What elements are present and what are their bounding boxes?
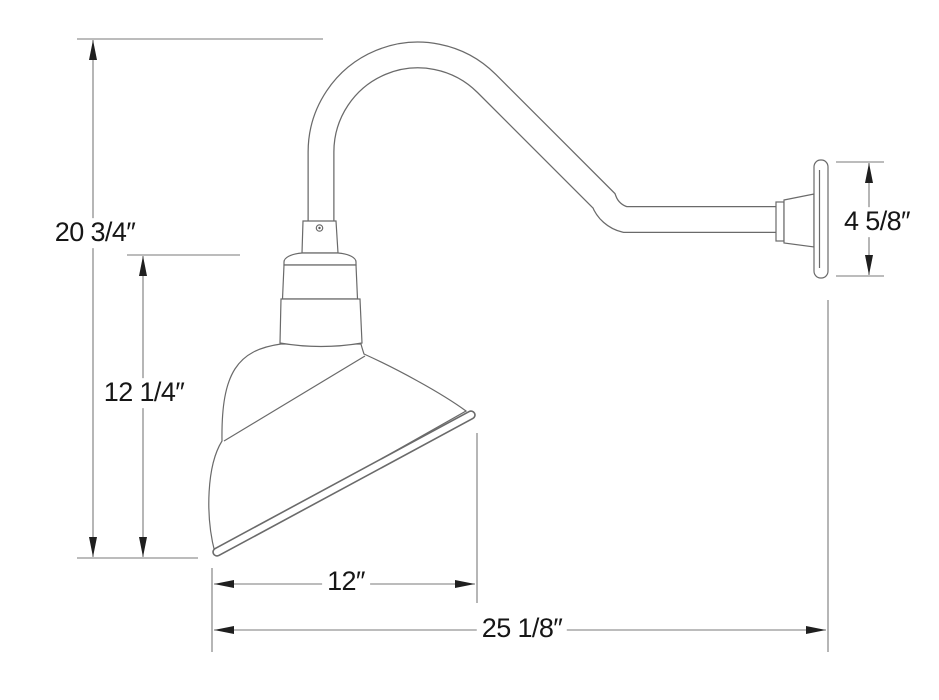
dimension-annotations (77, 38, 884, 652)
socket-band (281, 264, 359, 300)
arrow-right-icon (806, 626, 826, 634)
mount-collar-ring (775, 201, 785, 242)
socket-cup (279, 298, 363, 348)
socket-assembly (279, 220, 363, 348)
arrow-down-icon (139, 537, 147, 557)
arrow-left-icon (214, 626, 234, 634)
shade-rim-fill (213, 411, 475, 556)
dimension-label-overall-height: 20 3/4″ (49, 217, 141, 248)
set-screw-center-icon (318, 226, 321, 230)
dimension-label-wall-plate-height: 4 5/8″ (838, 206, 916, 237)
shade-tier-seam (223, 355, 366, 442)
gooseneck-arm (307, 41, 779, 233)
shade-body (208, 343, 468, 554)
dimension-label-shade-drop-height: 12 1/4″ (98, 377, 190, 408)
arrow-up-icon (139, 256, 147, 276)
arrow-down-icon (89, 537, 97, 557)
dimension-label-overall-projection: 25 1/8″ (476, 613, 568, 644)
socket-shoulder (283, 252, 357, 266)
gooseneck-tube-fill (308, 42, 779, 232)
lamp-shade (208, 343, 476, 557)
dimension-lines (92, 40, 870, 631)
extension-lines (77, 38, 884, 652)
arrow-up-icon (865, 163, 873, 183)
wall-plate (813, 159, 829, 279)
mount-collar-flare (783, 193, 815, 248)
arrow-right-icon (455, 580, 475, 588)
arrow-left-icon (214, 580, 234, 588)
dimension-arrowheads (89, 40, 873, 634)
wall-mount (775, 159, 829, 279)
arrow-down-icon (865, 255, 873, 275)
arrow-up-icon (89, 40, 97, 60)
dimension-label-shade-diameter: 12″ (322, 566, 370, 597)
